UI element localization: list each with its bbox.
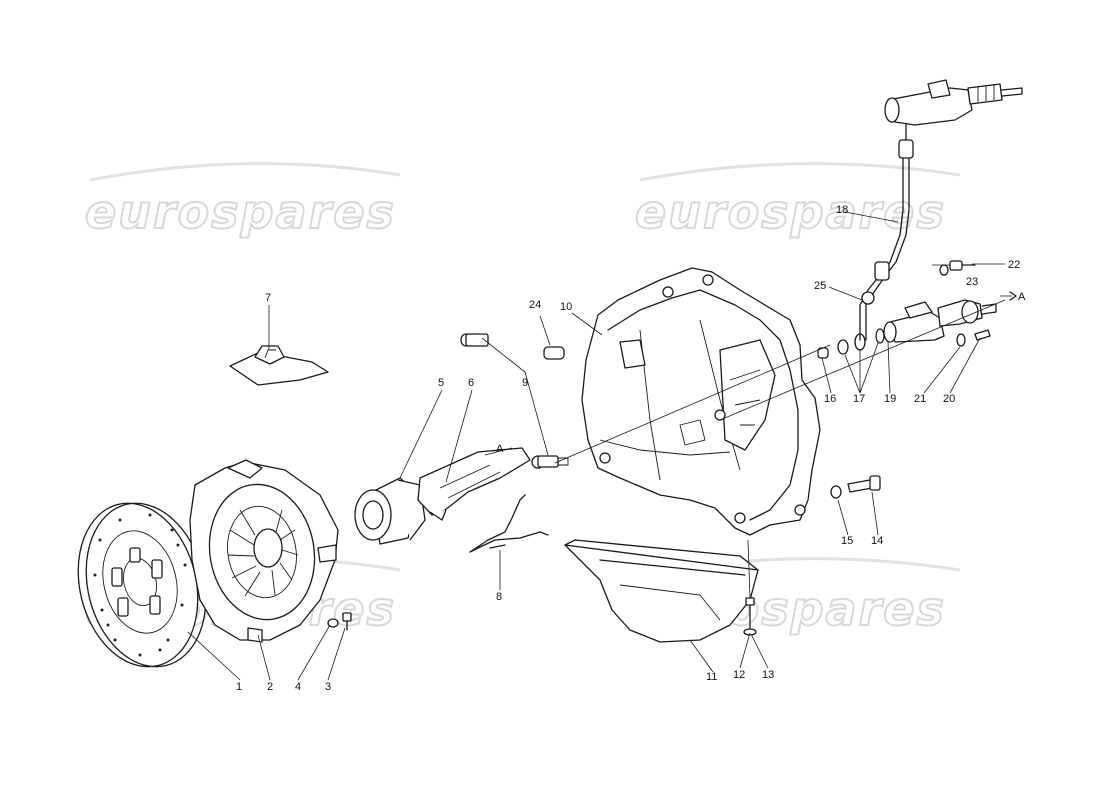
- release-bearing: [354, 477, 426, 545]
- label-2: 2: [267, 681, 273, 693]
- bell-housing: [581, 267, 821, 536]
- label-22: 22: [1008, 259, 1020, 271]
- svg-text:eurospares: eurospares: [85, 185, 396, 239]
- label-5: 5: [438, 377, 444, 389]
- pivot-stud-lower: [531, 455, 569, 469]
- label-6: 6: [468, 377, 474, 389]
- master-cylinder: [884, 79, 1023, 141]
- bolt-washer-pressure-plate: [327, 612, 352, 631]
- label-19: 19: [884, 393, 896, 405]
- bolt-washer-22-23: [939, 260, 976, 276]
- label-23: 23: [966, 276, 978, 288]
- hydraulic-hose: [859, 139, 914, 341]
- label-9: 9: [522, 377, 528, 389]
- label-20: 20: [943, 393, 955, 405]
- label-14: 14: [871, 535, 883, 547]
- label-1: 1: [236, 681, 242, 693]
- pivot-stud-upper: [460, 333, 489, 347]
- label-3: 3: [325, 681, 331, 693]
- pressure-plate: [189, 459, 339, 643]
- housing-bolt-washer: [830, 475, 881, 499]
- label-21: 21: [914, 393, 926, 405]
- label-13: 13: [762, 669, 774, 681]
- label-11: 11: [706, 671, 717, 683]
- slave-cylinder-assembly: [817, 299, 997, 359]
- alignment-lines: [554, 291, 1017, 599]
- release-fork: [417, 447, 531, 521]
- label-16: 16: [824, 393, 836, 405]
- label-7: 7: [265, 292, 271, 304]
- label-25: 25: [814, 280, 826, 292]
- label-15: 15: [841, 535, 853, 547]
- leader-lines: [187, 211, 1005, 681]
- label-18: 18: [836, 204, 848, 216]
- label-ref-a-cylinder: A: [1018, 291, 1026, 303]
- label-4: 4: [295, 681, 301, 693]
- cover-plate: [564, 539, 759, 643]
- label-12: 12: [733, 669, 745, 681]
- dowel-pin: [543, 346, 565, 360]
- label-ref-a-fork: A: [496, 443, 504, 455]
- watermark-top-left: eurospares: [84, 162, 401, 240]
- label-8: 8: [496, 591, 502, 603]
- svg-text:eurospares: eurospares: [635, 185, 946, 239]
- label-10: 10: [560, 301, 572, 313]
- pad-part-7: [229, 345, 329, 386]
- watermark-top-right: eurospares: [634, 162, 961, 240]
- label-24: 24: [529, 299, 541, 311]
- label-17: 17: [853, 393, 865, 405]
- callout-labels: 1 2 3 4 5 6 7 8 9 10 11 12 13 14 15 16 1…: [236, 204, 1026, 693]
- spring-clip: [469, 494, 549, 553]
